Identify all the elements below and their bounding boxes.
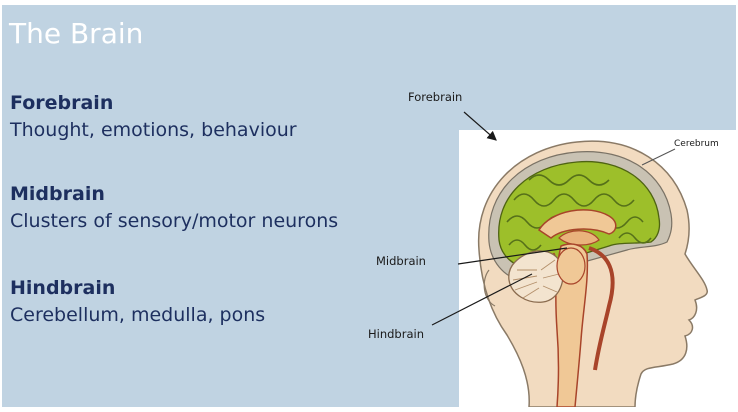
callout-lines (431, 111, 676, 326)
midbrain-pointer (457, 247, 568, 265)
section-text-forebrain: Thought, emotions, behaviour (10, 119, 297, 141)
label-hindbrain: Hindbrain (368, 327, 424, 341)
section-heading-forebrain: Forebrain (10, 92, 114, 114)
brain-diagram-panel (459, 130, 736, 407)
pons-shape (556, 247, 586, 285)
brain-diagram (477, 140, 708, 407)
section-text-hindbrain: Cerebellum, medulla, pons (10, 304, 266, 326)
hindbrain-pointer (431, 273, 533, 326)
corpus-callosum (537, 209, 617, 239)
slide-title: The Brain (9, 17, 144, 50)
label-forebrain: Forebrain (408, 90, 463, 104)
cerebellum-folia (512, 259, 560, 299)
section-text-midbrain: Clusters of sensory/motor neurons (10, 210, 339, 232)
forebrain-pointer (463, 111, 497, 141)
label-cerebrum: Cerebrum (674, 139, 719, 149)
section-heading-hindbrain: Hindbrain (10, 277, 116, 299)
cerebrum-pointer (641, 148, 676, 166)
label-midbrain: Midbrain (376, 254, 426, 268)
section-heading-midbrain: Midbrain (10, 183, 105, 205)
slide: The Brain Forebrain Thought, emotions, b… (2, 5, 736, 407)
ear-hint (483, 269, 496, 307)
csf-channel (588, 246, 615, 371)
brainstem-shape (555, 243, 589, 407)
